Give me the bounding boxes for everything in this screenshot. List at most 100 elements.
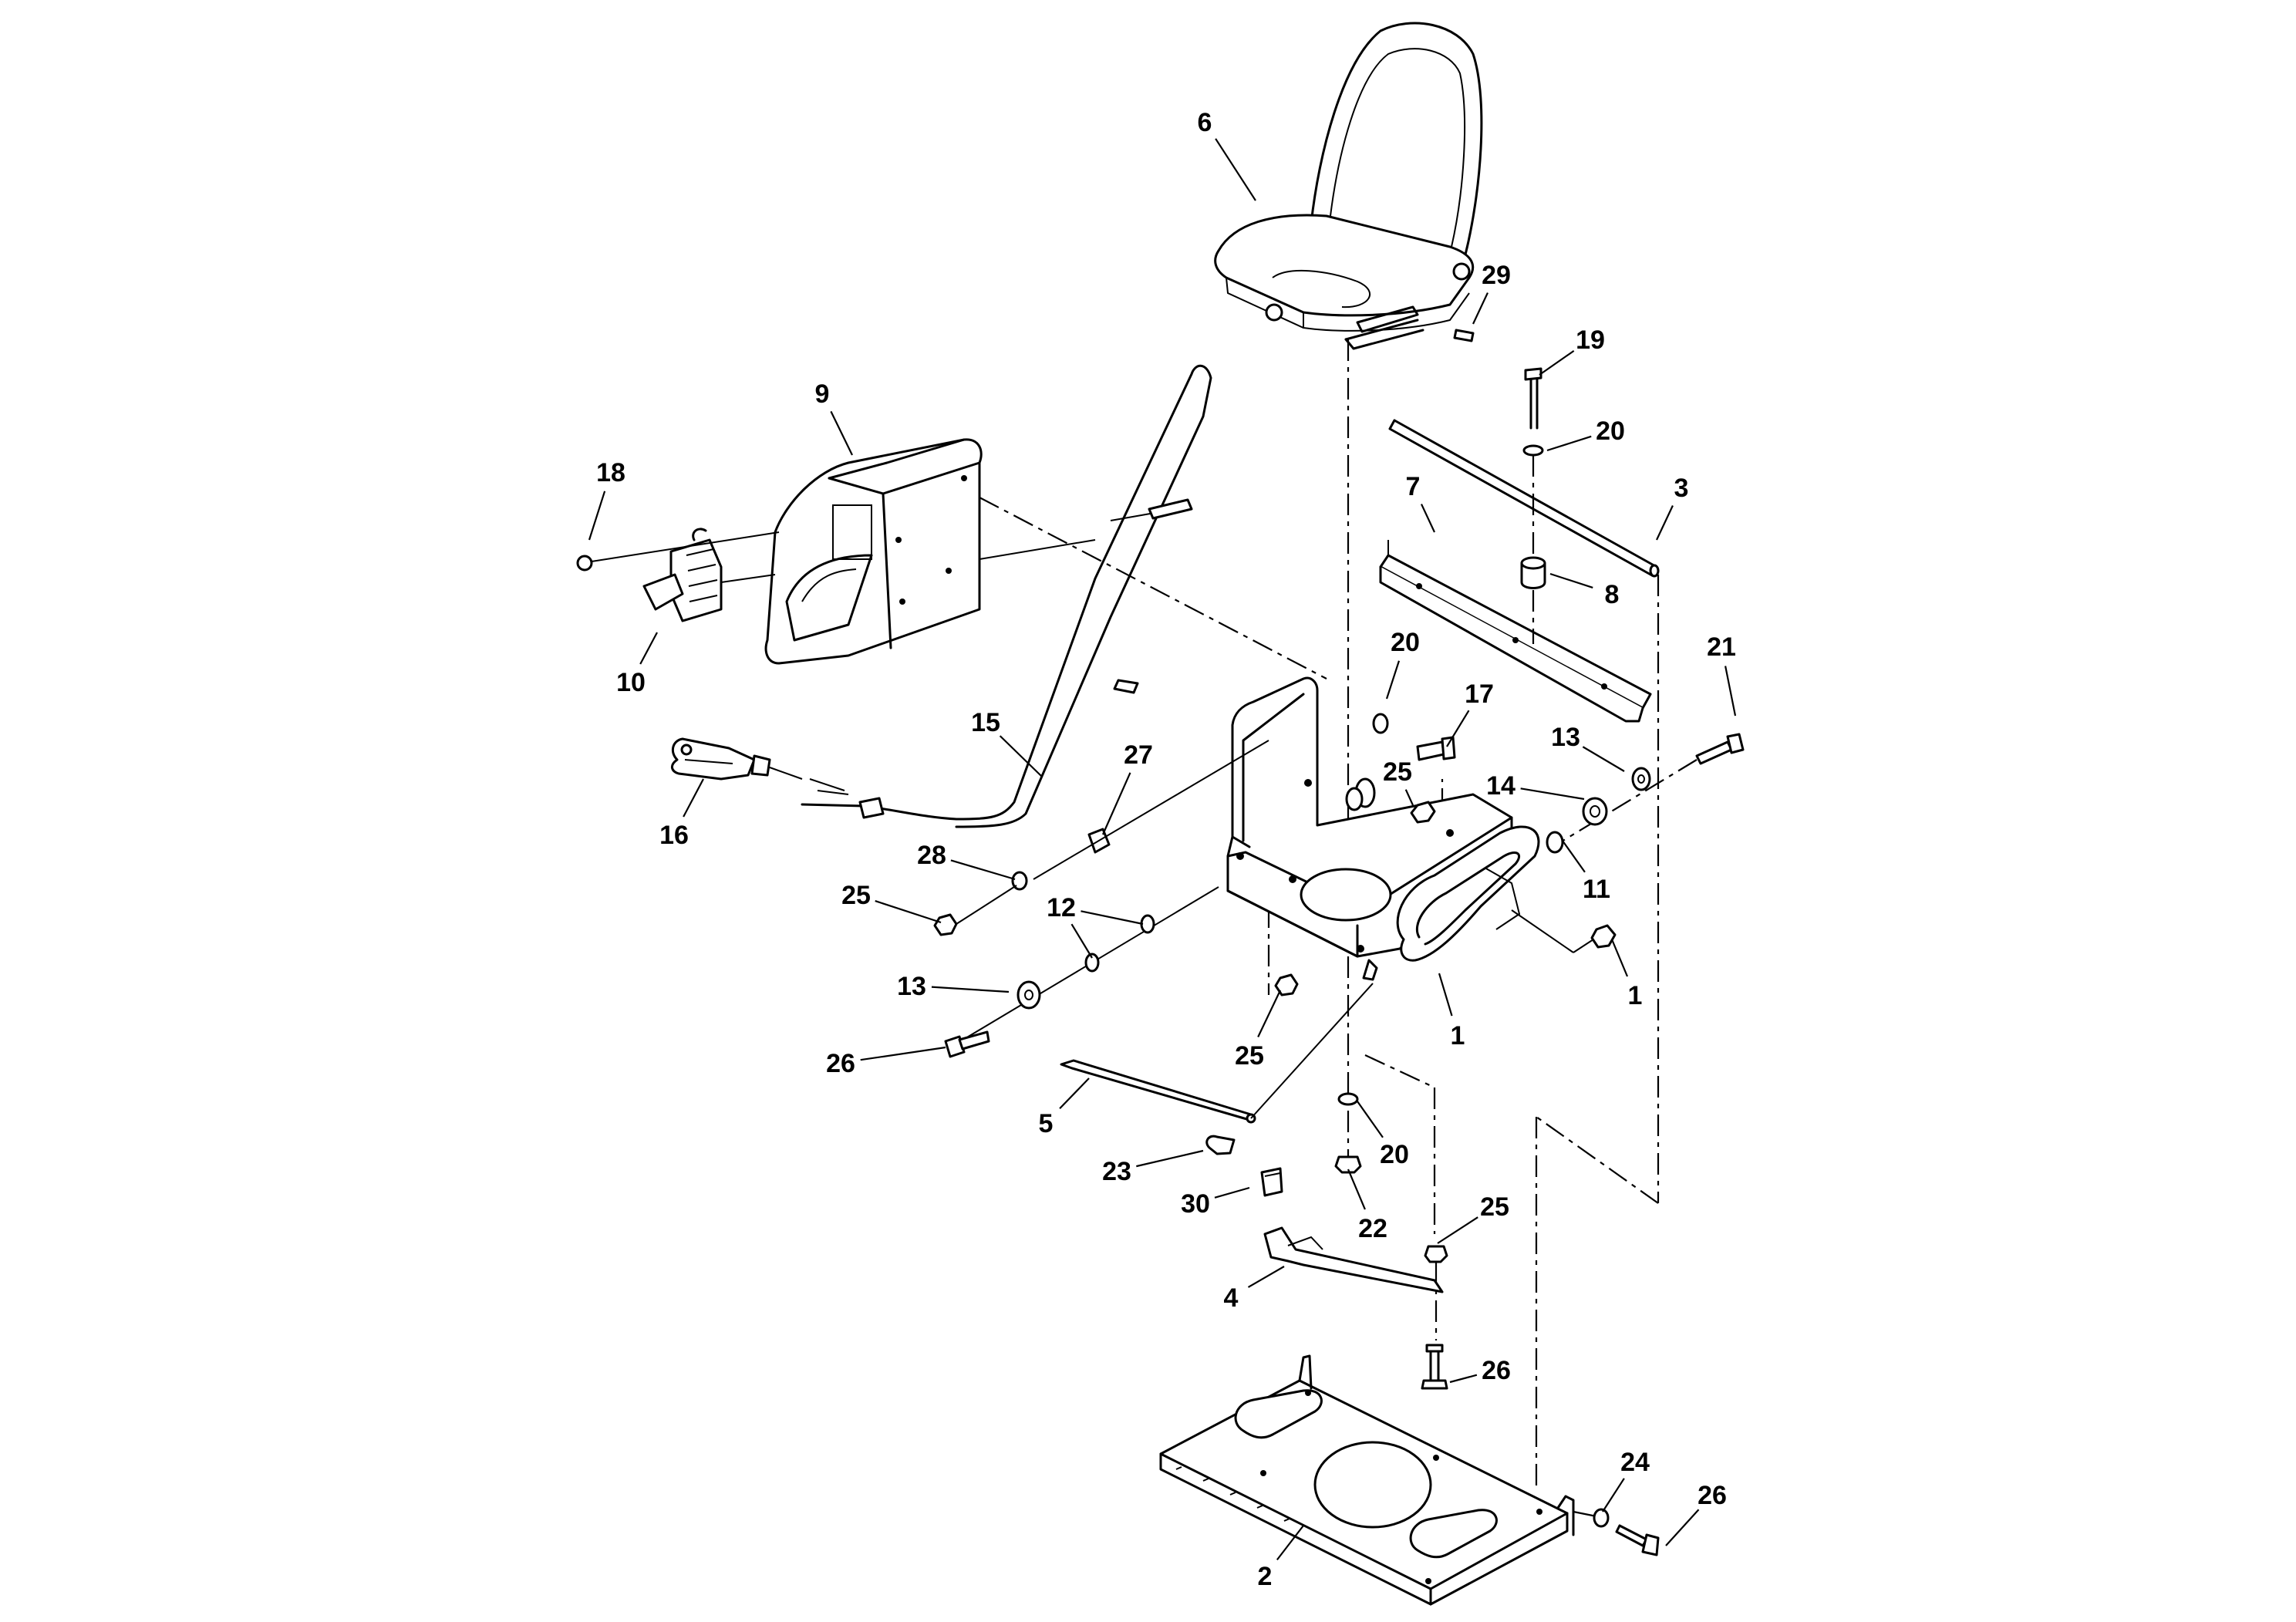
callout-leader-7 xyxy=(1420,504,1435,533)
bolt-part-19 xyxy=(1524,367,1542,430)
pivot-hardware xyxy=(1345,777,1378,981)
callout-number: 28 xyxy=(917,841,946,870)
callout-number: 1 xyxy=(1451,1021,1465,1050)
bushing-part-14 xyxy=(1582,797,1608,826)
callout-leader-2 xyxy=(1276,1525,1304,1561)
callout-leader-6 xyxy=(1215,138,1256,201)
phantom-right-bolt xyxy=(1549,759,1698,849)
washer-part-13-left xyxy=(1017,980,1041,1010)
bolt-part-26-left xyxy=(944,1030,990,1058)
phantom-base-bolt xyxy=(1573,1510,1597,1518)
washer-part-13-right xyxy=(1631,767,1651,791)
callout-number: 26 xyxy=(826,1049,855,1078)
callout-leader-4 xyxy=(1247,1266,1285,1288)
callout-number: 17 xyxy=(1465,679,1494,709)
bolt-part-23 xyxy=(1205,1135,1236,1155)
spacer-part-11 xyxy=(1546,831,1564,854)
callout-leader-24 xyxy=(1602,1478,1625,1512)
callout-number: 10 xyxy=(616,668,646,697)
callout-leader-14 xyxy=(1520,787,1585,801)
callout-leader-13 xyxy=(1582,746,1625,772)
callout-number: 26 xyxy=(1698,1481,1727,1510)
callout-number: 20 xyxy=(1380,1140,1409,1169)
nut-part-25-right xyxy=(1410,801,1436,824)
callout-leader-27 xyxy=(1101,772,1131,835)
callout-number: 9 xyxy=(815,379,830,409)
callout-number: 26 xyxy=(1482,1356,1511,1385)
latch-lever-part-4 xyxy=(1263,1226,1444,1293)
callout-leader-20 xyxy=(1357,1101,1384,1138)
callout-number: 20 xyxy=(1391,628,1420,657)
callout-leader-20 xyxy=(1546,435,1592,452)
callout-number: 25 xyxy=(1383,757,1412,787)
callout-leader-19 xyxy=(1539,349,1575,376)
callout-leader-12 xyxy=(1070,923,1093,959)
callout-number: 3 xyxy=(1674,474,1689,503)
callout-leader-9 xyxy=(830,410,853,456)
callout-number: 4 xyxy=(1224,1283,1239,1313)
callout-number: 25 xyxy=(1235,1041,1264,1071)
rod-part-3 xyxy=(1388,419,1660,578)
clip-part-29 xyxy=(1453,329,1475,342)
callout-number: 22 xyxy=(1358,1214,1387,1243)
callout-number: 25 xyxy=(1480,1192,1509,1222)
callout-leader-25 xyxy=(1404,789,1414,806)
callout-number: 13 xyxy=(1551,723,1580,752)
callout-leader-29 xyxy=(1472,292,1489,325)
nut-part-25-mid xyxy=(1274,973,1299,996)
callout-number: 25 xyxy=(841,881,871,910)
callout-number: 5 xyxy=(1039,1109,1054,1138)
callout-number: 29 xyxy=(1482,261,1511,290)
callout-number: 20 xyxy=(1596,416,1625,446)
washer-part-20-lower xyxy=(1337,1092,1359,1106)
callout-number: 12 xyxy=(1047,893,1076,922)
callout-number: 18 xyxy=(596,458,625,487)
callout-leader-28 xyxy=(950,859,1016,881)
washer-part-24 xyxy=(1593,1508,1610,1528)
bolt-part-26-mid xyxy=(1421,1344,1448,1390)
phantom-lines xyxy=(979,339,1660,1489)
callout-number: 8 xyxy=(1605,580,1620,609)
callout-number: 1 xyxy=(1628,981,1643,1010)
angle-rail-part-7 xyxy=(1379,540,1652,723)
bolt-part-26-right xyxy=(1615,1524,1660,1556)
nut-part-25-left xyxy=(933,913,958,936)
callout-number: 2 xyxy=(1258,1562,1273,1591)
callout-number: 30 xyxy=(1181,1189,1210,1219)
callout-leader-26 xyxy=(1449,1374,1478,1384)
callout-number: 21 xyxy=(1707,632,1736,662)
callout-leader-15 xyxy=(999,735,1042,777)
washer-part-20-upper xyxy=(1522,444,1544,457)
callout-number: 11 xyxy=(1583,875,1610,904)
lever-part-10 xyxy=(642,528,776,622)
callout-number: 15 xyxy=(971,708,1000,737)
callout-leader-11 xyxy=(1562,840,1586,873)
nut-part-1-lower xyxy=(1511,909,1617,953)
callout-leader-16 xyxy=(683,778,704,818)
callout-leader-23 xyxy=(1136,1149,1204,1168)
callout-number: 14 xyxy=(1486,771,1515,801)
callout-number: 6 xyxy=(1198,108,1212,137)
callout-leader-5 xyxy=(1059,1077,1090,1110)
callout-number: 16 xyxy=(659,821,689,850)
knob-part-30 xyxy=(1260,1167,1283,1197)
callout-number: 27 xyxy=(1124,740,1153,770)
callout-leader-22 xyxy=(1347,1168,1366,1210)
callout-number: 19 xyxy=(1576,325,1605,355)
callout-leader-25 xyxy=(1257,990,1281,1037)
callout-leader-10 xyxy=(639,632,658,665)
leader-left-upper xyxy=(1033,740,1269,880)
seat-bracket-part-1 xyxy=(1226,676,1540,962)
bolt-part-17 xyxy=(1416,736,1456,761)
callout-leader-13 xyxy=(931,986,1010,993)
callout-leader-25 xyxy=(875,900,942,924)
callout-number: 23 xyxy=(1102,1157,1131,1186)
bolt-part-21 xyxy=(1695,733,1745,765)
callout-leader-1 xyxy=(1610,939,1629,977)
callout-leader-26 xyxy=(860,1046,946,1061)
callout-leader-25 xyxy=(1437,1216,1478,1244)
clevis-part-16 xyxy=(671,737,849,795)
nut-part-22 xyxy=(1334,1155,1362,1174)
washer-part-20-middle xyxy=(1372,713,1389,734)
